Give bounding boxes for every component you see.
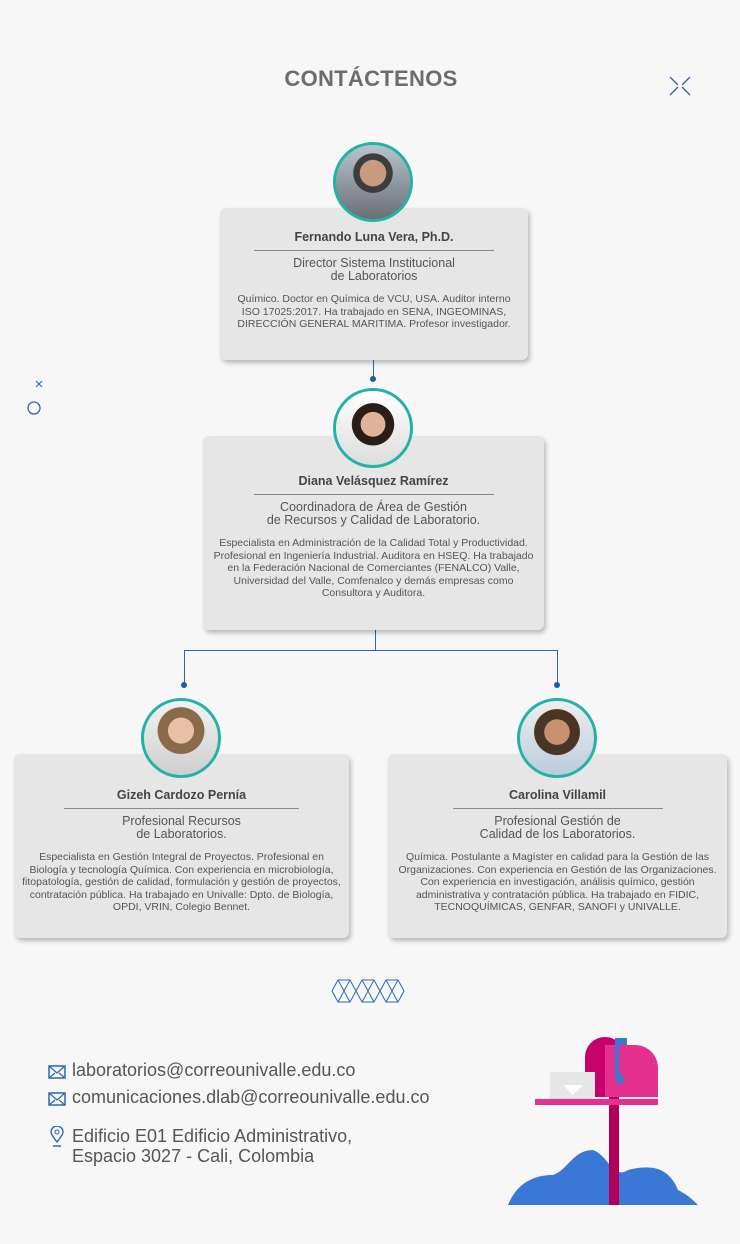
connector-line [373,360,374,378]
person-role: Profesional Recursos [122,814,241,828]
person-description: Especialista en Administración de la Cal… [213,537,534,599]
email-link[interactable]: laboratorios@correounivalle.edu.co [72,1060,356,1080]
location-pin-icon [50,1126,64,1147]
connector-line [184,650,557,651]
contact-address: Edificio E01 Edificio Administrativo,Esp… [48,1126,352,1166]
email-link[interactable]: comunicaciones.dlab@correounivalle.edu.c… [72,1087,430,1107]
x-decoration-icon [35,380,43,388]
person-card: Diana Velásquez Ramírez Coordinadora de … [203,436,544,630]
address-line: Edificio E01 Edificio Administrativo, [72,1126,353,1146]
page-title: CONTÁCTENOS [284,66,458,91]
person-role: Coordinadora de Área de Gestión [280,500,467,514]
connector-line [557,650,558,684]
person-description: Química. Postulante a Magíster en calida… [398,851,717,913]
connector-dot [370,376,376,382]
person-name: Diana Velásquez Ramírez [298,474,449,488]
person-name: Gizeh Cardozo Pernía [116,788,247,802]
person-role: Profesional Gestión de [494,814,621,828]
hexagon-decoration-icon [331,979,405,1003]
mailbox-illustration [508,1037,698,1205]
person-description: Químico. Doctor en Química de VCU, USA. … [237,293,511,330]
close-icon[interactable] [669,76,691,96]
address-line: Espacio 3027 - Cali, Colombia [72,1146,315,1166]
connector-dot [181,682,187,688]
avatar [333,388,413,468]
avatar [333,142,413,222]
connector-dot [554,682,560,688]
person-card: Gizeh Cardozo Pernía Profesional Recurso… [14,754,349,938]
person-role: de Laboratorios [330,269,418,283]
mail-icon [48,1092,66,1106]
person-card: Carolina Villamil Profesional Gestión de… [388,754,727,938]
person-role: Director Sistema Institucional [293,256,455,270]
contact-email[interactable]: laboratorios@correounivalle.edu.co [48,1060,355,1081]
connector-line [375,630,376,650]
person-role: de Laboratorios. [136,827,227,841]
person-description: Especialista en Gestión Integral de Proy… [22,851,341,913]
avatar [517,698,597,778]
mail-icon [48,1065,66,1079]
contact-email[interactable]: comunicaciones.dlab@correounivalle.edu.c… [48,1087,429,1108]
avatar [141,698,221,778]
person-role: de Recursos y Calidad de Laboratorio. [266,513,481,527]
connector-line [184,650,185,684]
circle-decoration-icon [27,401,41,415]
person-name: Fernando Luna Vera, Ph.D. [294,230,454,244]
person-card: Fernando Luna Vera, Ph.D. Director Siste… [220,208,528,360]
person-name: Carolina Villamil [508,788,607,802]
person-role: Calidad de los Laboratorios. [479,827,636,841]
